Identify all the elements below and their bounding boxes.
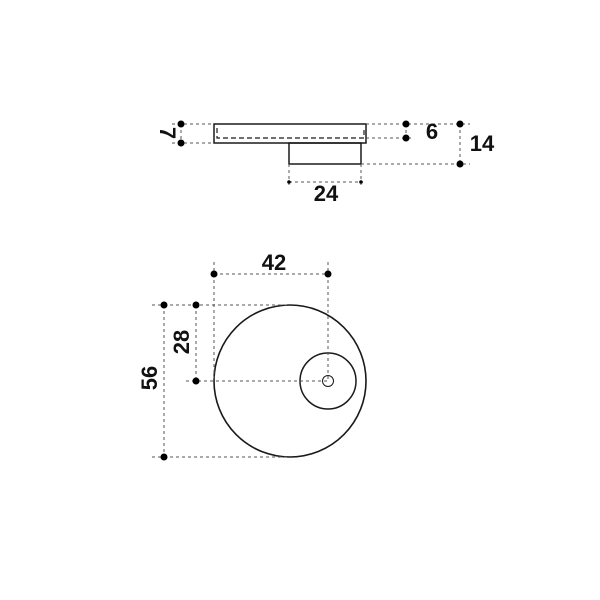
dim-dot xyxy=(402,120,410,128)
dim-dot xyxy=(177,120,185,128)
dim-label-total-height: 14 xyxy=(470,131,495,156)
dim-label-diameter: 56 xyxy=(137,366,162,390)
recess-hidden-line xyxy=(216,128,365,139)
dim-dot xyxy=(210,270,218,278)
dim-dot xyxy=(456,120,464,128)
dim-label-plate-thickness: 7 xyxy=(155,127,180,139)
dim-dot xyxy=(177,139,185,147)
side-view: 7 6 14 24 xyxy=(155,119,495,206)
dim-dot xyxy=(324,270,332,278)
dim-dot xyxy=(402,134,410,142)
dim-dot xyxy=(192,301,200,309)
center-hole xyxy=(322,375,334,387)
outer-disc xyxy=(213,304,367,458)
base-outline xyxy=(288,142,362,165)
dim-dot xyxy=(160,453,168,461)
dim-dot xyxy=(456,160,464,168)
plate-outline xyxy=(213,123,367,144)
dim-label-offset-x: 42 xyxy=(262,250,286,275)
dim-label-base-width: 24 xyxy=(314,181,339,206)
dim-label-half-diameter: 28 xyxy=(169,330,194,354)
top-view: 42 28 56 xyxy=(137,250,367,461)
dim-dot xyxy=(160,301,168,309)
dim-label-inner-depth: 6 xyxy=(426,119,438,144)
dim-dot xyxy=(192,377,200,385)
